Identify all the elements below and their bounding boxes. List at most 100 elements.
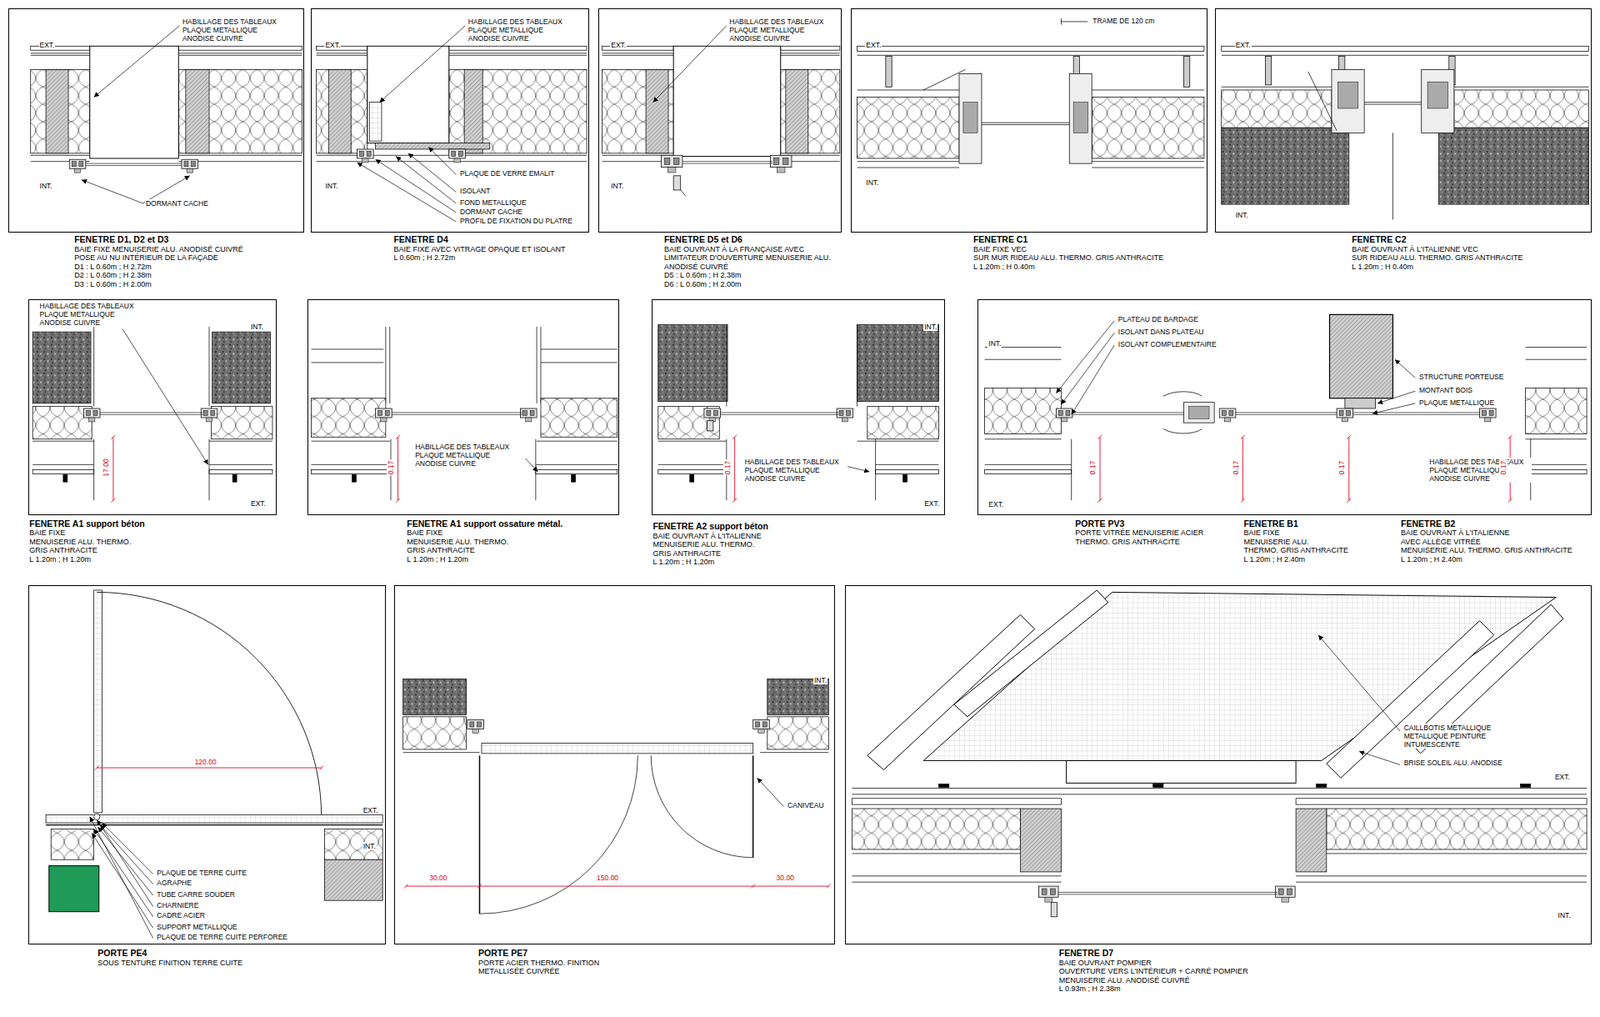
drawing-stroke: [449, 149, 466, 159]
drawing-stroke: [540, 398, 618, 438]
dimension-label: 150.00: [595, 873, 620, 882]
drawing-stroke: [706, 410, 711, 415]
drawing-stroke: [1060, 18, 1062, 25]
drawing-stroke: [1020, 808, 1061, 872]
drawing-stroke: [1221, 410, 1226, 415]
drawing-stroke: [310, 361, 384, 363]
drawing-stroke: [1508, 498, 1513, 503]
drawing-stroke: [1520, 784, 1530, 788]
drawing-stroke: [857, 440, 940, 442]
drawing-stroke: [755, 721, 760, 727]
drawing-stroke: [95, 765, 100, 770]
drawing-stroke: [857, 97, 960, 159]
drawing-stroke: [857, 89, 960, 90]
drawing-stroke: [1295, 798, 1587, 805]
panel-description: BAIE OUVRANT POMPIER: [1059, 958, 1249, 967]
drawing-stroke: [1364, 101, 1422, 103]
drawing-stroke: [885, 56, 892, 88]
panel-description: BAIE OUVRANT À LA FRANÇAISE AVEC: [664, 245, 831, 254]
drawing-stroke: [178, 155, 302, 156]
drawing-stroke: [776, 167, 785, 173]
drawing-stroke: [903, 475, 908, 483]
drawing-stroke: [530, 410, 535, 415]
drawing-stroke: [1058, 893, 1278, 895]
callout-label: EXT.: [610, 40, 627, 50]
detail-panel: PORTE PV3PORTE VITRÉE MENUISERIE ACIERTH…: [977, 299, 1592, 516]
drawing-stroke: [1454, 86, 1590, 88]
drawing-stroke: [1265, 56, 1271, 85]
drawing-stroke: [32, 331, 91, 404]
drawing-stroke: [540, 361, 618, 363]
drawing-stroke: [1353, 411, 1482, 413]
drawing-stroke: [680, 190, 686, 196]
panel-description: PORTE ACIER THERMO. FINITION: [478, 958, 600, 967]
drawing-stroke: [1069, 73, 1092, 164]
drawing-stroke: [100, 414, 204, 415]
drawing-stroke: [1281, 896, 1290, 902]
panel-title: PORTE PE4: [97, 947, 243, 959]
drawing-stroke: [181, 159, 199, 169]
drawing-stroke: [1454, 90, 1590, 128]
callout-label: TUBE CARRE SOUDER: [155, 890, 236, 899]
drawing-stroke: [571, 475, 576, 483]
drawing-stroke: [316, 69, 368, 153]
callout-label: INT.: [813, 675, 828, 685]
drawing-stroke: [664, 158, 670, 165]
panel-description: D5 : L 0.60m ; H 2.38m: [664, 270, 831, 280]
drawing-stroke: [985, 469, 1072, 474]
drawing-stroke: [1240, 498, 1245, 503]
panel-title: FENETRE A2 support béton: [652, 520, 768, 532]
drawing-stroke: [535, 469, 618, 474]
drawing-stroke: [404, 884, 409, 889]
panel-description: SUR RIDEAU ALU. THERMO. GRIS ANTHRACITE: [1351, 253, 1523, 262]
panel-description: BAIE OUVRANT À L'ITALIENNE: [1400, 528, 1573, 537]
drawing-stroke: [1100, 436, 1101, 500]
drawing-stroke: [375, 159, 457, 213]
callout-label: HABILLAGE DES TABLEAUX PLAQUE METALLIQUE…: [1428, 457, 1532, 483]
drawing-stroke: [1346, 498, 1351, 503]
panel-description: MENUISERIE ALU. THERMO. GRIS ANTHRACITE: [1400, 545, 1573, 555]
panel-description: L 0.93m ; H 2.38m: [1059, 984, 1249, 993]
panel-caption: PORTE PE7PORTE ACIER THERMO. FINITIONMET…: [478, 947, 600, 975]
panel-description: BAIE FIXE AVEC VITRAGE OPAQUE ET ISOLANT: [393, 245, 565, 254]
drawing-stroke: [875, 464, 940, 465]
panel-caption: FENETRE A1 support ossature métal.BAIE F…: [406, 518, 563, 564]
dimension-label: 0.17: [386, 460, 395, 476]
drawing-stroke: [767, 716, 829, 750]
drawing-stroke: [32, 406, 92, 440]
drawing-stroke: [540, 348, 618, 350]
callout-label: INT.: [923, 322, 938, 331]
drawing-stroke: [93, 439, 95, 500]
panel-caption: FENETRE D1, D2 et D3BAIE FIXE MENUISERIE…: [74, 234, 244, 289]
drawing-stroke: [535, 464, 618, 465]
drawing-stroke: [1316, 784, 1327, 788]
drawing-stroke: [389, 326, 390, 404]
drawing-stroke: [45, 824, 383, 825]
drawing-stroke: [1525, 438, 1587, 440]
drawing-stroke: [1326, 852, 1587, 854]
drawing-stroke: [1326, 808, 1587, 850]
panel-description: L 1.20m ; H 0.40m: [1351, 262, 1523, 271]
drawing-stroke: [375, 143, 490, 150]
drawing-stroke: [1050, 888, 1055, 895]
dimension-label: 120.00: [194, 757, 218, 766]
drawing-stroke: [780, 69, 840, 153]
panel-title: FENETRE D4: [393, 234, 565, 245]
callout-label: TRAME DE 120 cm: [1091, 16, 1155, 25]
drawing-stroke: [760, 751, 829, 753]
drawing-stroke: [981, 124, 1070, 125]
drawing-stroke: [750, 884, 755, 889]
drawing-stroke: [540, 326, 541, 404]
drawing-stroke: [1055, 320, 1115, 394]
drawing-stroke: [846, 410, 851, 415]
drawing-stroke: [49, 865, 100, 912]
callout-label: INT.: [610, 181, 625, 190]
panel-title: FENETRE B1: [1243, 518, 1349, 530]
drawing-stroke: [100, 411, 204, 413]
drawing-stroke: [1295, 875, 1587, 876]
callout-label: STRUCTURE PORTEUSE: [1418, 372, 1505, 381]
drawing-stroke: [1364, 104, 1422, 105]
drawing-stroke: [186, 168, 193, 173]
panel-description: D2 : L 0.60m ; H 2.38m: [74, 270, 244, 280]
drawing-stroke: [1091, 89, 1205, 90]
